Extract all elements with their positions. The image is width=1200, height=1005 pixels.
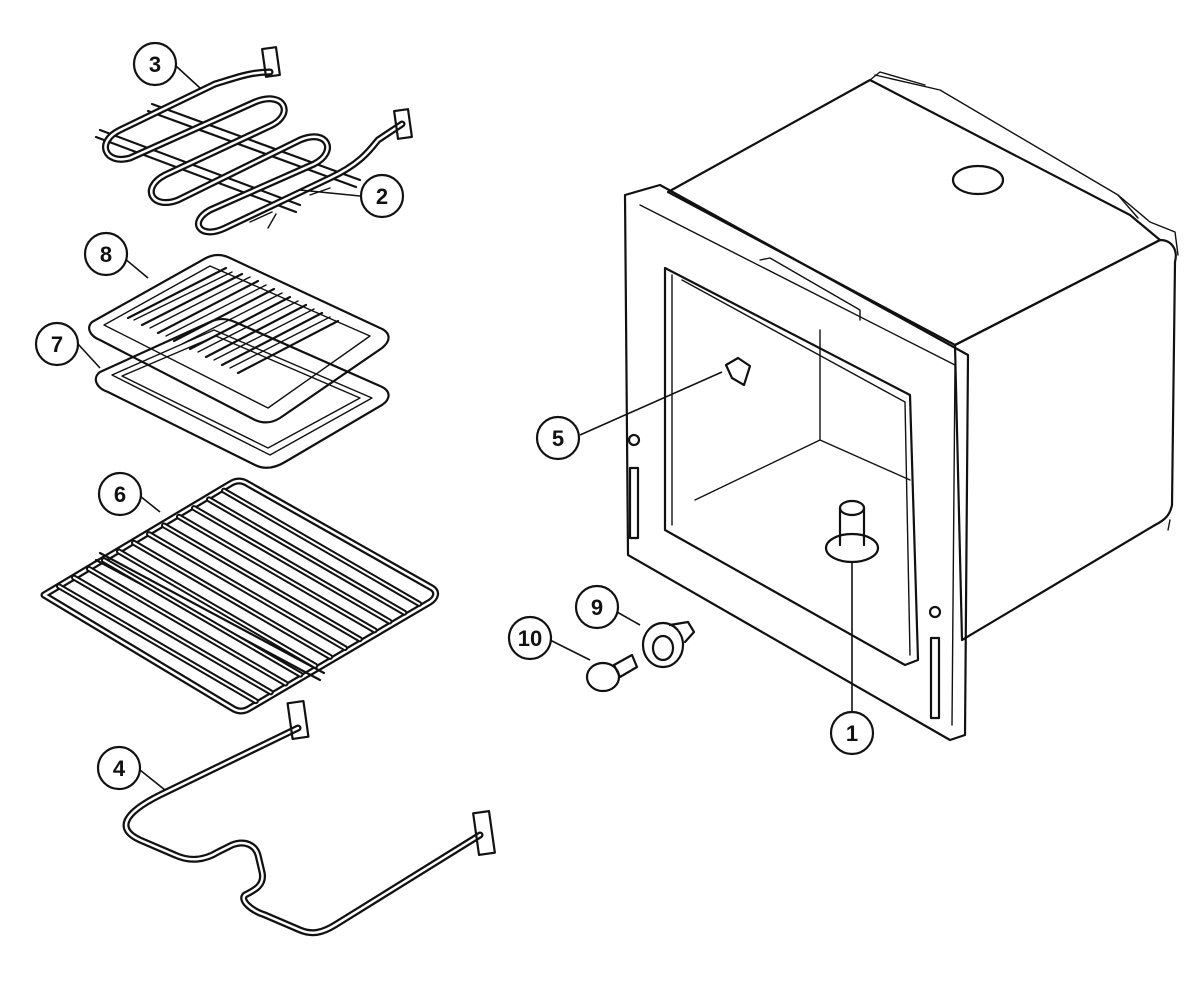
rack-rod-highlight [163, 524, 361, 641]
rack-rod-highlight [73, 576, 272, 694]
rack-rod-highlight [148, 533, 346, 650]
callout-9: 9 [574, 584, 620, 630]
broil-element [102, 46, 413, 236]
callout-label-10: 10 [518, 626, 542, 651]
callout-10: 10 [507, 615, 553, 661]
callout-label-7: 7 [51, 332, 63, 357]
callout-label-1: 1 [846, 721, 858, 746]
rack-rod-highlight [118, 550, 317, 667]
callout-1: 1 [829, 710, 875, 756]
rack-rod-highlight [58, 585, 257, 703]
callout-label-3: 3 [149, 52, 161, 77]
callout-label-6: 6 [114, 482, 126, 507]
callout-label-8: 8 [100, 242, 112, 267]
lamp-housing [824, 499, 880, 564]
rack-rod-highlight [133, 541, 332, 658]
callout-8: 8 [83, 231, 129, 277]
callout-label-4: 4 [113, 756, 126, 781]
rack-support-clip [724, 356, 752, 387]
callout-6: 6 [97, 471, 143, 517]
leader-lines [77, 65, 853, 791]
rack-rod-highlight [208, 498, 406, 614]
callout-label-5: 5 [552, 426, 564, 451]
callout-group: 3 2 8 7 6 4 5 9 [34, 41, 875, 791]
bake-element [122, 699, 496, 937]
rack-rod-highlight [103, 559, 302, 676]
rack-rod-highlight [193, 507, 391, 623]
rack-rod-highlight [178, 515, 376, 632]
callout-label-9: 9 [591, 595, 603, 620]
callout-7: 7 [34, 321, 80, 367]
broiler-pan [94, 317, 390, 469]
rack-rod-highlight [88, 567, 287, 685]
lamp-bulb [585, 653, 639, 693]
callout-3: 3 [132, 41, 178, 87]
broil-element-bracket [94, 102, 362, 229]
rack-rod-highlight [223, 489, 421, 605]
oven-rack [40, 477, 440, 715]
lamp-receptacle [641, 620, 696, 669]
callout-2: 2 [359, 173, 405, 219]
callout-5: 5 [535, 415, 581, 461]
callout-4: 4 [96, 745, 142, 791]
oven-cavity [623, 71, 1179, 742]
broiler-pan-insert [88, 253, 390, 424]
callout-label-2: 2 [376, 184, 388, 209]
